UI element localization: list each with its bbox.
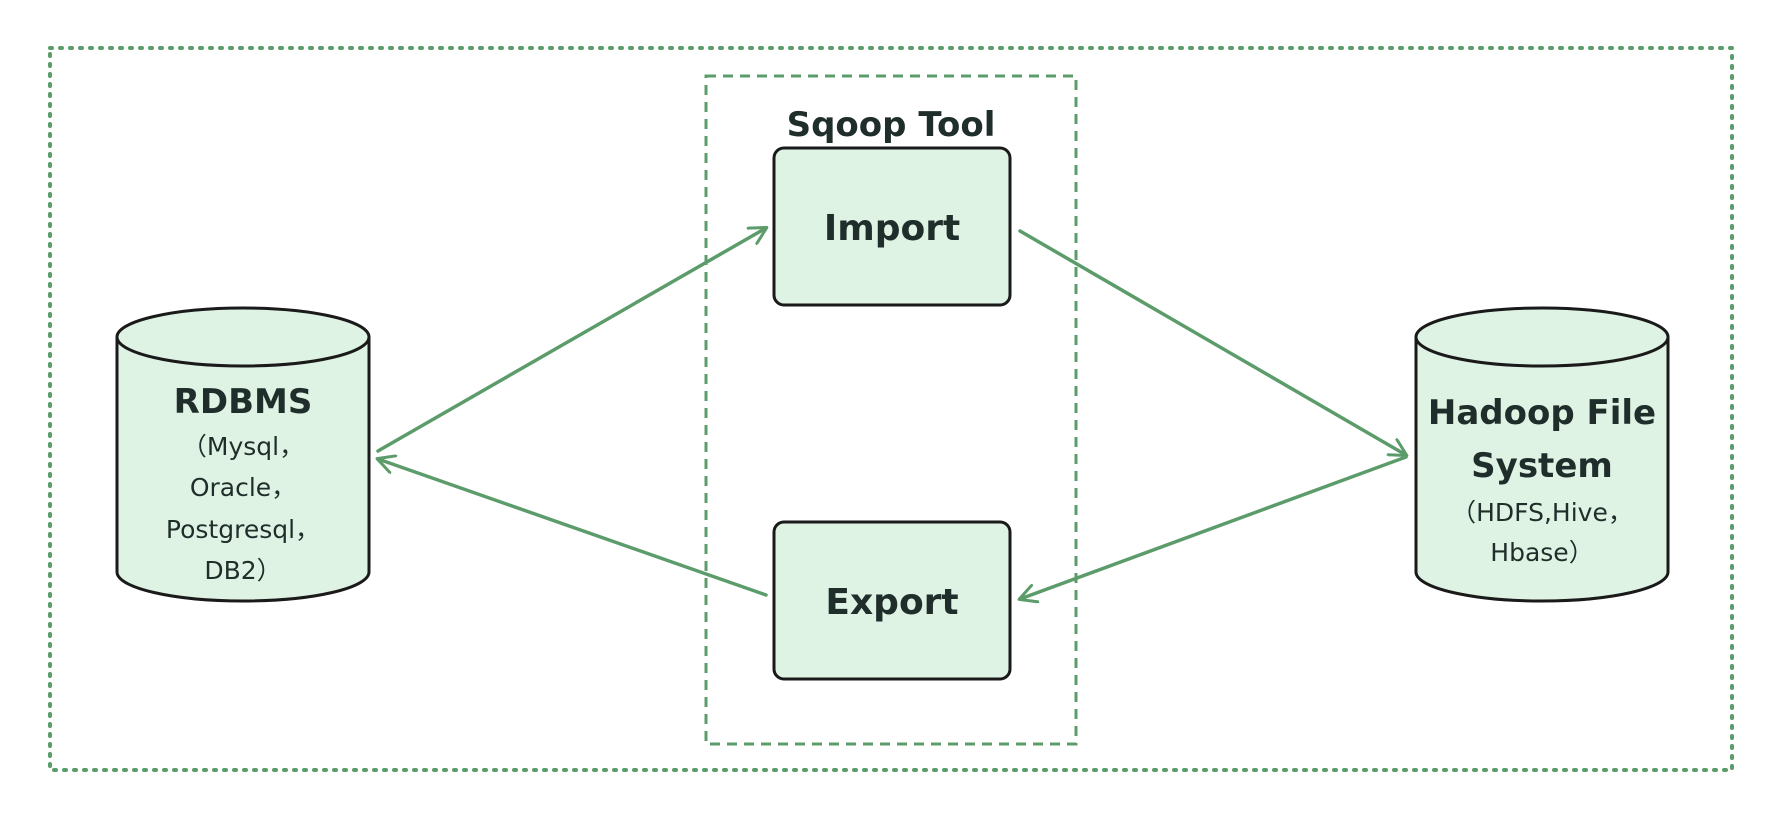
import-node[interactable]: Import: [772, 146, 1012, 307]
rdbms-line-3: Postgresql，: [166, 515, 320, 544]
hadoop-title-line-2: System: [1471, 446, 1613, 486]
hadoop-line-1: （HDFS,Hive，: [1451, 498, 1633, 527]
rdbms-cylinder-body: [115, 337, 371, 603]
rdbms-line-2: Oracle，: [190, 473, 296, 502]
hadoop-title-line-1: Hadoop File: [1428, 393, 1656, 433]
arrow-rdbms-to-import: [376, 228, 766, 453]
hadoop-database[interactable]: Hadoop File System （HDFS,Hive， Hbase）: [1414, 306, 1670, 603]
arrow-export-to-rdbms: [378, 459, 768, 597]
arrow-import-to-hadoop: [1018, 229, 1406, 455]
rdbms-database[interactable]: RDBMS （Mysql， Oracle， Postgresql， DB2）: [115, 306, 371, 603]
outer-boundary: [48, 46, 1734, 772]
hadoop-cylinder-top: [1414, 306, 1670, 368]
export-label: Export: [825, 582, 958, 623]
hadoop-cylinder-body: [1414, 337, 1670, 603]
export-box: [772, 520, 1012, 681]
rdbms-title: RDBMS: [174, 382, 313, 422]
rdbms-line-4: DB2）: [204, 556, 281, 585]
sqoop-tool-title: Sqoop Tool: [787, 105, 996, 145]
export-node[interactable]: Export: [772, 520, 1012, 681]
import-box: [772, 146, 1012, 307]
sqoop-tool-container: [704, 74, 1078, 746]
arrow-hadoop-to-export: [1020, 455, 1408, 599]
rdbms-line-1: （Mysql，: [182, 432, 304, 461]
rdbms-cylinder-top: [115, 306, 371, 368]
import-label: Import: [824, 208, 960, 249]
hadoop-line-2: Hbase）: [1490, 538, 1593, 567]
